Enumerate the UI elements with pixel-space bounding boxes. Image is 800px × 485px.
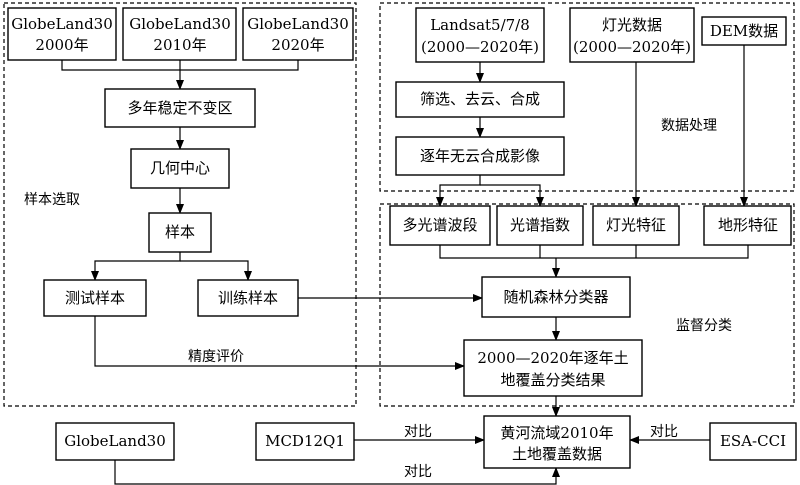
terrain-feature-box (703, 205, 792, 246)
globeland30-2010-line2: 2010年 (153, 36, 206, 54)
yellow-river-line2: 土地覆盖数据 (512, 445, 602, 463)
dem-box (701, 16, 787, 46)
filter-composite-text: 筛选、去云、合成 (420, 90, 540, 108)
sample-selection-region (3, 2, 357, 407)
night-lights-box (569, 7, 695, 63)
globeland30-ref-box (55, 422, 175, 461)
landsat-line1: Landsat5/7/8 (430, 16, 530, 34)
accuracy-assessment-label: 精度评价 (188, 349, 244, 365)
sample-selection-label: 样本选取 (24, 192, 80, 208)
multispectral-text: 多光谱波段 (402, 216, 477, 234)
sample-text: 样本 (165, 223, 195, 241)
data-processing-region (379, 2, 795, 192)
esa-cci-text: ESA-CCI (720, 432, 786, 450)
dem-text: DEM数据 (710, 22, 778, 40)
globeland30-2000-line2: 2000年 (35, 36, 88, 54)
cloud-free-box (395, 136, 565, 176)
compare-esa-label: 对比 (650, 424, 678, 440)
night-lights-line1: 灯光数据 (602, 16, 662, 34)
supervised-classification-label: 监督分类 (676, 318, 732, 334)
stable-area-text: 多年稳定不变区 (127, 99, 232, 117)
geometric-center-text: 几何中心 (150, 159, 210, 177)
training-sample-text: 训练样本 (218, 289, 278, 307)
light-feature-box (592, 205, 680, 246)
test-sample-text: 测试样本 (65, 289, 125, 307)
annual-result-box (463, 339, 643, 397)
yellow-river-box (483, 415, 631, 469)
training-sample-box (197, 279, 299, 317)
globeland30-2010-box (122, 7, 237, 61)
night-lights-line2: (2000—2020年) (573, 38, 691, 56)
landsat-box (415, 7, 545, 63)
random-forest-box (481, 276, 631, 318)
cloud-free-text: 逐年无云合成影像 (420, 147, 540, 165)
globeland30-2020-line1: GlobeLand30 (247, 15, 349, 33)
globeland30-2020-box (242, 7, 354, 61)
mcd12q1-text: MCD12Q1 (265, 432, 345, 450)
globeland30-2000-line1: GlobeLand30 (11, 15, 113, 33)
globeland30-2020-line2: 2020年 (271, 36, 324, 54)
globeland30-ref-text: GlobeLand30 (64, 432, 166, 450)
landsat-line2: (2000—2020年) (421, 38, 539, 56)
test-sample-box (43, 279, 147, 317)
annual-result-line2: 地覆盖分类结果 (500, 371, 605, 389)
globeland30-2010-line1: GlobeLand30 (129, 15, 231, 33)
supervised-classification-region (379, 203, 795, 407)
compare-globeland-label: 对比 (404, 464, 432, 480)
geometric-center-box (130, 148, 230, 189)
light-feature-text: 灯光特征 (606, 216, 666, 234)
data-processing-label: 数据处理 (661, 118, 717, 134)
annual-result-line1: 2000—2020年逐年土 (477, 349, 628, 367)
spectral-index-text: 光谱指数 (510, 216, 570, 234)
globeland30-2000-box (7, 7, 117, 61)
stable-area-box (104, 88, 256, 128)
compare-mcd-label: 对比 (404, 424, 432, 440)
multispectral-box (389, 205, 491, 246)
filter-composite-box (395, 81, 565, 118)
esa-cci-box (709, 422, 797, 461)
terrain-feature-text: 地形特征 (718, 216, 778, 234)
spectral-index-box (496, 205, 584, 246)
sample-box (148, 212, 212, 253)
yellow-river-line1: 黄河流域2010年 (500, 424, 613, 442)
mcd12q1-box (255, 422, 355, 461)
random-forest-text: 随机森林分类器 (503, 288, 608, 306)
